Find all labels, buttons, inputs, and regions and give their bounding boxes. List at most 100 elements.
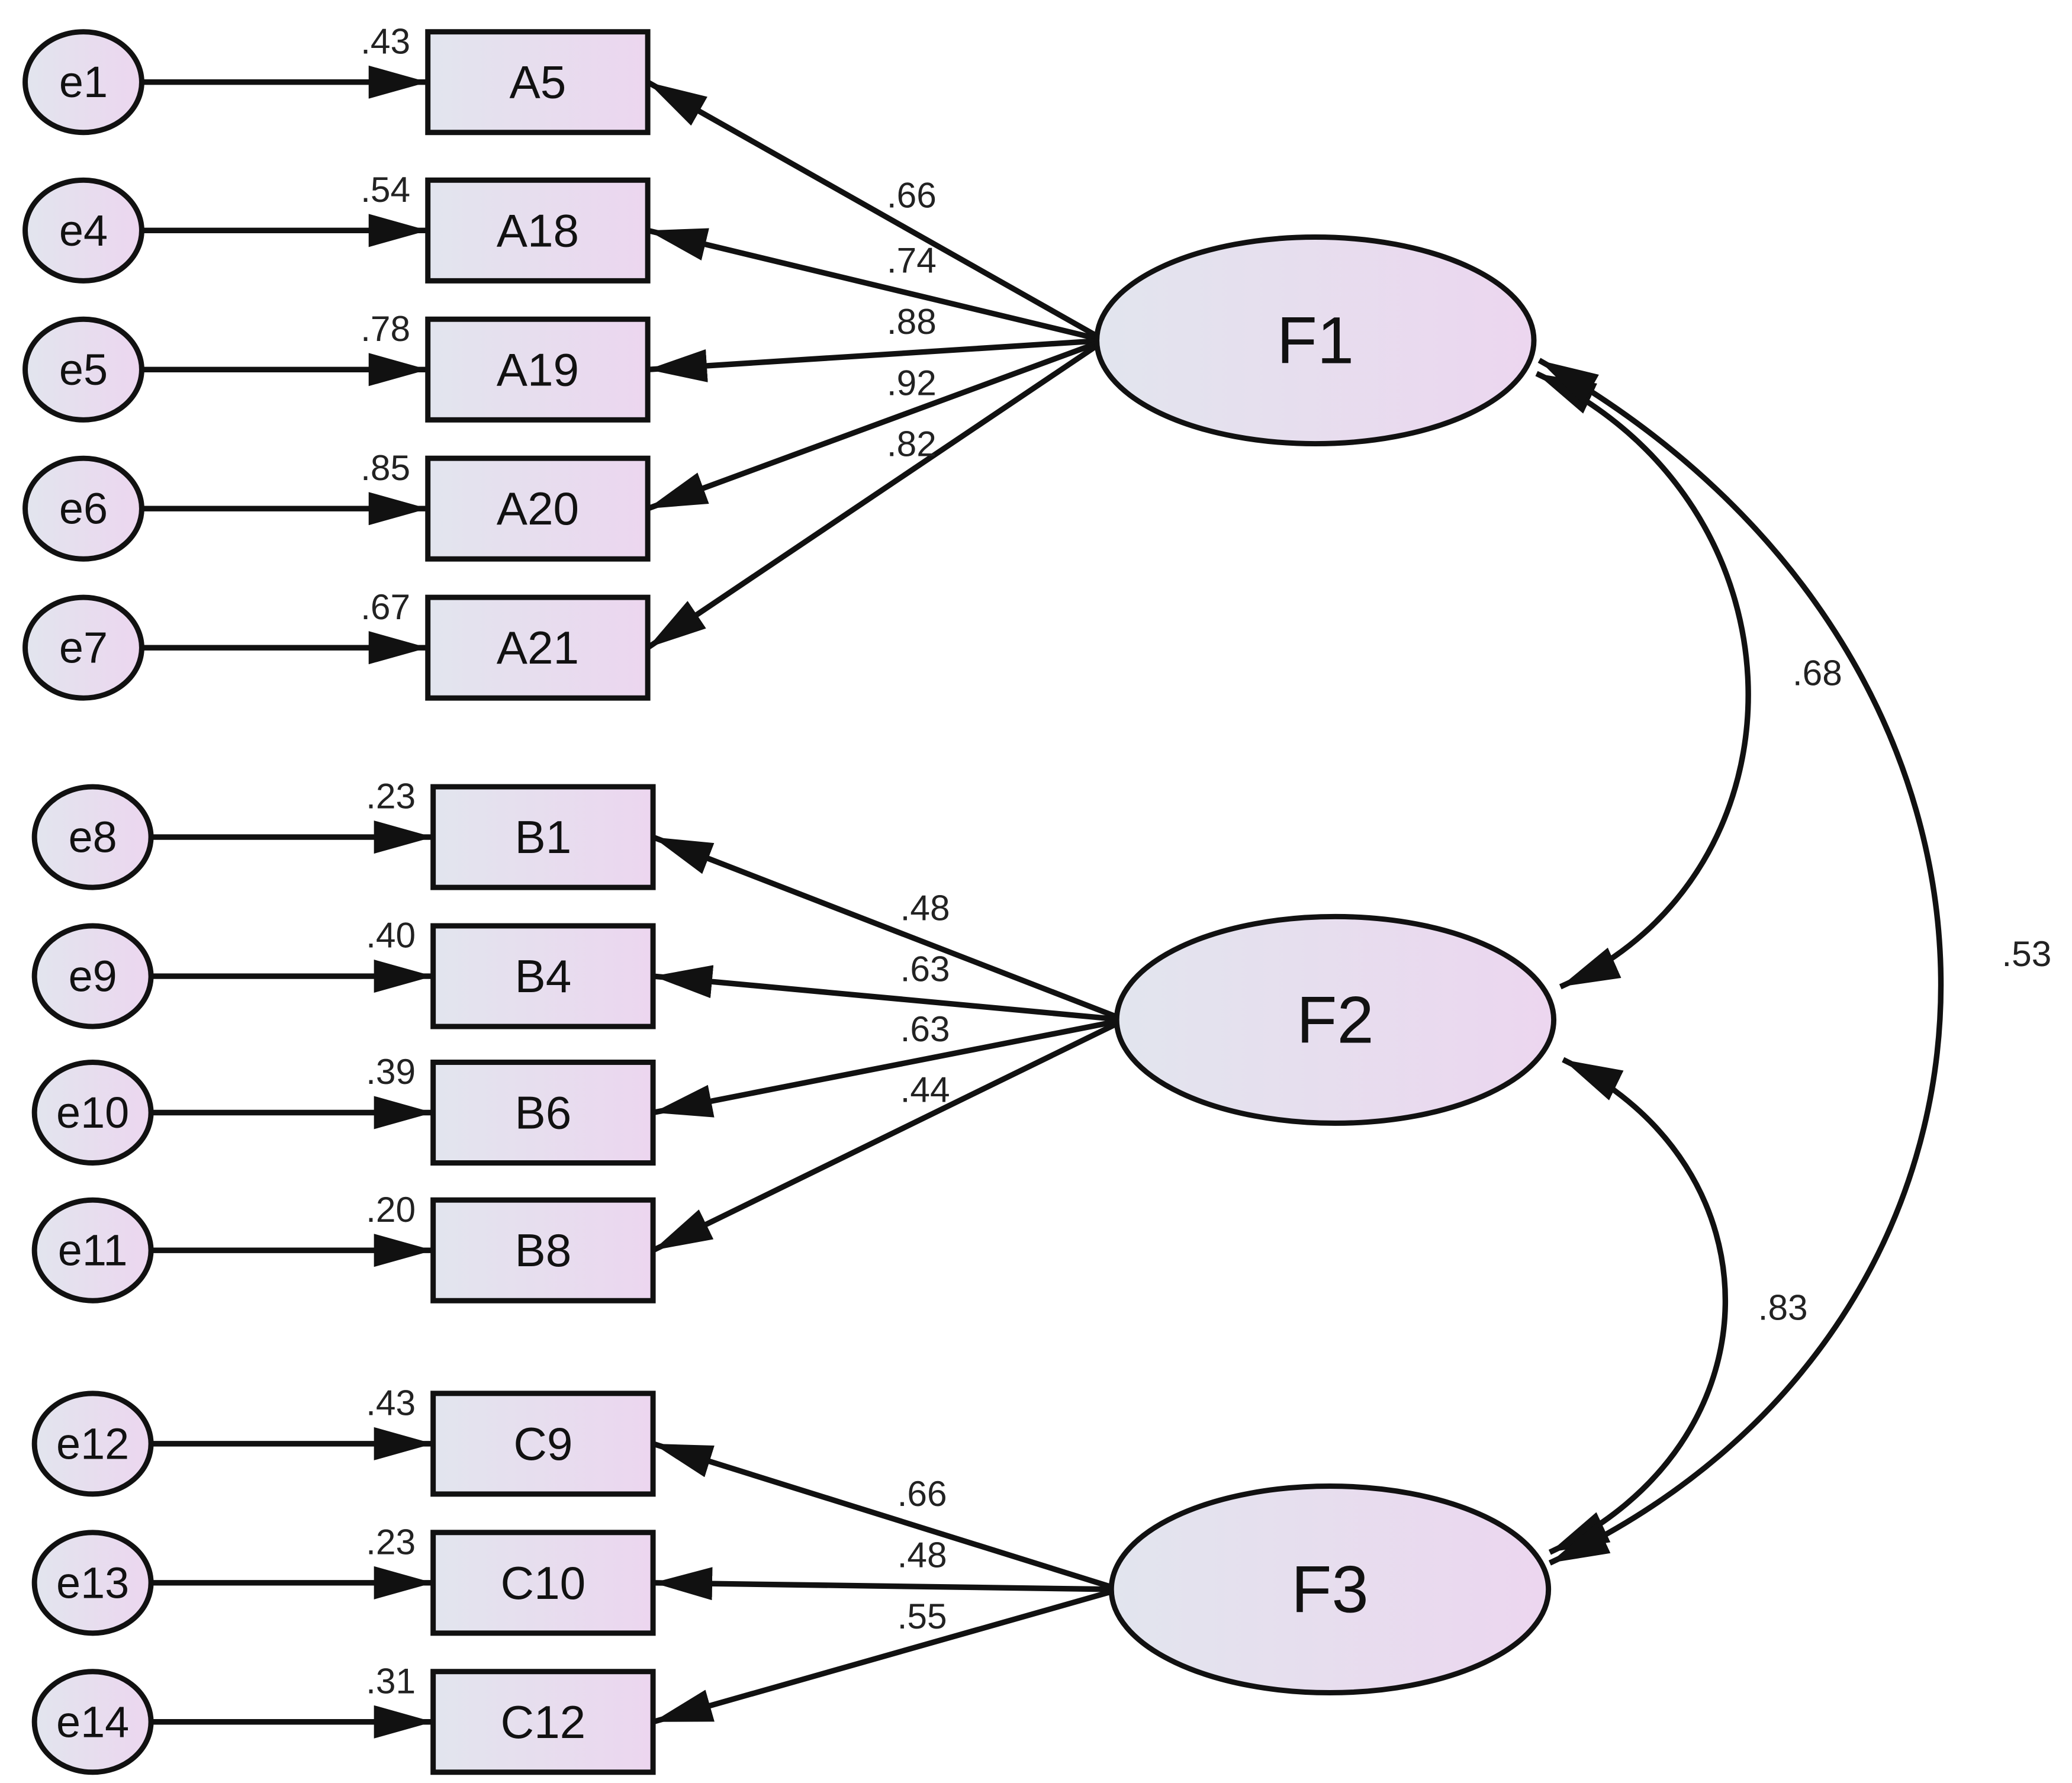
correlation-label-F2-F3: .83 xyxy=(1758,1287,1808,1327)
indicator-label-C9: C9 xyxy=(513,1418,572,1470)
loading-label-C12: .55 xyxy=(897,1596,947,1636)
error-node-e4 xyxy=(22,177,144,284)
indicator-A21 xyxy=(425,594,651,701)
r2-label-A21: .67 xyxy=(361,587,410,627)
error-node-e10 xyxy=(31,1059,154,1166)
loading-path-C12 xyxy=(652,1586,1120,1725)
loading-path-A18 xyxy=(647,227,1106,343)
loading-label-C9: .66 xyxy=(897,1473,947,1514)
loading-path-A19 xyxy=(647,337,1105,382)
loading-label-A18: .74 xyxy=(887,240,937,281)
loading-path-C10 xyxy=(653,1567,1119,1601)
error-label-e1: e1 xyxy=(59,57,108,107)
indicator-A18 xyxy=(425,177,651,284)
r2-label-B6: .39 xyxy=(366,1051,416,1092)
error-node-e14 xyxy=(31,1669,154,1775)
indicator-A20 xyxy=(425,455,651,562)
indicator-A19 xyxy=(425,316,651,423)
indicator-B6 xyxy=(430,1059,656,1166)
factor-F2 xyxy=(1114,913,1557,1126)
error-node-e6 xyxy=(22,455,144,562)
indicator-label-C10: C10 xyxy=(501,1557,586,1609)
indicator-label-B1: B1 xyxy=(514,811,571,863)
correlation-path-F1-F3 xyxy=(1537,358,1944,1566)
r2-label-A19: .78 xyxy=(361,308,410,349)
loading-label-A20: .92 xyxy=(887,362,937,403)
error-label-e7: e7 xyxy=(59,623,108,672)
r2-label-A20: .85 xyxy=(361,448,410,488)
error-node-e11 xyxy=(31,1197,154,1304)
nodes-layer: e1 A5 e4 A18 e5 A19 e6 A20 e7 A21 e8 B1 e9 B4 e10 B6 e11… xyxy=(22,29,1557,1775)
labels-layer: .66 .43 .74 .54 .88 .78 .92 .85 .82 .67 .48 .23 .63.… xyxy=(361,21,2051,1701)
indicator-label-B8: B8 xyxy=(514,1224,571,1276)
indicator-label-C12: C12 xyxy=(501,1696,586,1748)
factor-label-F3: F3 xyxy=(1291,1553,1369,1627)
error-label-e5: e5 xyxy=(59,345,108,394)
indicator-label-B4: B4 xyxy=(514,950,571,1002)
indicator-label-A5: A5 xyxy=(510,56,567,108)
error-label-e9: e9 xyxy=(69,952,117,1001)
correlation-label-F1-F3: .53 xyxy=(2002,934,2051,974)
loading-label-B8: .44 xyxy=(900,1069,950,1109)
loading-label-B1: .48 xyxy=(900,887,950,928)
loading-path-B1 xyxy=(652,834,1126,1023)
loading-path-B4 xyxy=(652,965,1125,1023)
indicator-label-A19: A19 xyxy=(497,343,579,395)
indicator-label-A21: A21 xyxy=(497,622,579,674)
indicator-C10 xyxy=(430,1530,656,1636)
r2-label-C10: .23 xyxy=(366,1521,416,1562)
loading-label-A5: .66 xyxy=(887,175,937,215)
indicator-label-B6: B6 xyxy=(514,1087,571,1139)
indicator-label-A20: A20 xyxy=(497,482,579,535)
error-node-e7 xyxy=(22,594,144,701)
indicator-B4 xyxy=(430,923,656,1029)
indicator-C12 xyxy=(430,1669,656,1775)
error-label-e10: e10 xyxy=(56,1088,129,1137)
indicator-C9 xyxy=(430,1391,656,1497)
correlation-label-F1-F2: .68 xyxy=(1793,653,1842,693)
error-node-e5 xyxy=(22,316,144,423)
loading-path-C9 xyxy=(652,1441,1121,1592)
factor-F1 xyxy=(1094,234,1537,447)
error-label-e6: e6 xyxy=(59,484,108,533)
r2-label-B8: .20 xyxy=(366,1189,416,1230)
loading-label-A19: .88 xyxy=(887,301,937,342)
factor-label-F1: F1 xyxy=(1277,304,1354,378)
error-label-e12: e12 xyxy=(56,1419,129,1468)
loading-label-C10: .48 xyxy=(897,1534,947,1575)
r2-label-B1: .23 xyxy=(366,776,416,816)
r2-label-A5: .43 xyxy=(361,21,410,61)
error-node-e9 xyxy=(31,923,154,1029)
r2-label-C9: .43 xyxy=(366,1383,416,1423)
error-label-e8: e8 xyxy=(69,813,117,862)
r2-label-A18: .54 xyxy=(361,169,410,210)
paths-layer xyxy=(141,65,1944,1739)
error-node-e12 xyxy=(31,1391,154,1497)
factor-F3 xyxy=(1108,1483,1552,1696)
loading-label-B6: .63 xyxy=(900,1009,950,1049)
factor-label-F2: F2 xyxy=(1296,983,1374,1057)
error-label-e14: e14 xyxy=(56,1697,129,1746)
error-node-e13 xyxy=(31,1530,154,1636)
error-node-e8 xyxy=(31,784,154,890)
correlation-path-F2-F3 xyxy=(1548,1057,1729,1555)
error-label-e11: e11 xyxy=(58,1226,128,1275)
correlation-path-F1-F2 xyxy=(1535,371,1751,990)
loading-label-A21: .82 xyxy=(887,424,937,464)
indicator-B8 xyxy=(430,1197,656,1304)
loading-path-A20 xyxy=(646,337,1106,511)
indicator-A5 xyxy=(425,29,651,136)
indicator-label-A18: A18 xyxy=(497,204,579,256)
r2-label-B4: .40 xyxy=(366,915,416,955)
loading-path-A5 xyxy=(646,79,1106,343)
indicator-B1 xyxy=(430,784,656,890)
loading-label-B4: .63 xyxy=(900,949,950,989)
r2-label-C12: .31 xyxy=(366,1660,416,1701)
error-label-e4: e4 xyxy=(59,206,108,255)
error-label-e13: e13 xyxy=(56,1558,129,1607)
loading-path-A21 xyxy=(646,338,1106,651)
loading-path-B8 xyxy=(652,1017,1126,1253)
error-node-e1 xyxy=(22,29,144,136)
loading-path-B6 xyxy=(652,1017,1125,1118)
